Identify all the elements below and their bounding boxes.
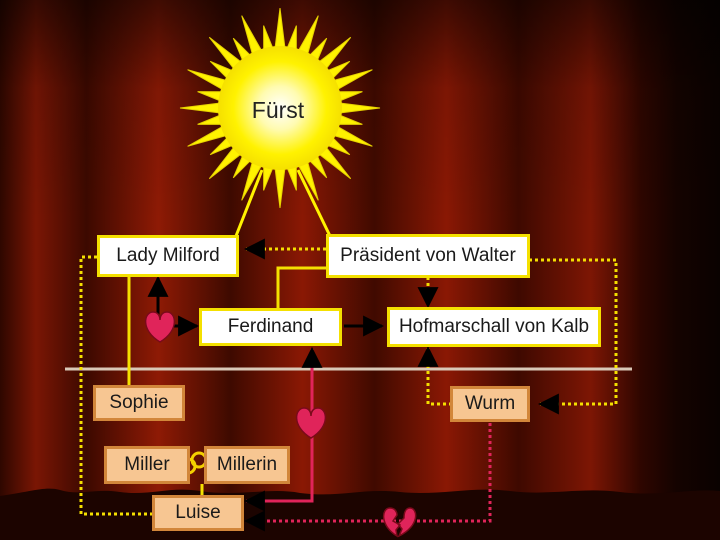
node-praesident-von-walter: Präsident von Walter: [326, 234, 530, 278]
node-lady-milford: Lady Milford: [97, 235, 239, 277]
node-miller: Miller: [104, 446, 190, 484]
node-wurm: Wurm: [450, 386, 530, 422]
heart-icon: [144, 311, 176, 343]
sun-line-lady: [234, 169, 264, 237]
dotted-wurm-to-luise: [243, 423, 492, 532]
node-sophie: Sophie: [93, 385, 185, 421]
node-hofmarschall-von-kalb: Hofmarschall von Kalb: [387, 307, 601, 347]
line-praesident-to-ferdinand: [276, 266, 326, 310]
love-line-luise-ferdinand: [243, 346, 323, 512]
node-millerin: Millerin: [204, 446, 290, 484]
heart-icon: [295, 407, 327, 439]
sun-line-praesident: [296, 169, 332, 237]
dotted-praesident-to-wurm: [529, 258, 618, 415]
node-ferdinand: Ferdinand: [199, 308, 342, 346]
dotted-lady-to-luise: [79, 255, 152, 516]
broken-heart-icon: [383, 507, 417, 538]
sun-label: Fürst: [252, 97, 305, 123]
sun-icon: [179, 7, 381, 209]
node-luise: Luise: [152, 495, 244, 531]
dotted-wurm-to-hofmarschall: [417, 345, 452, 406]
